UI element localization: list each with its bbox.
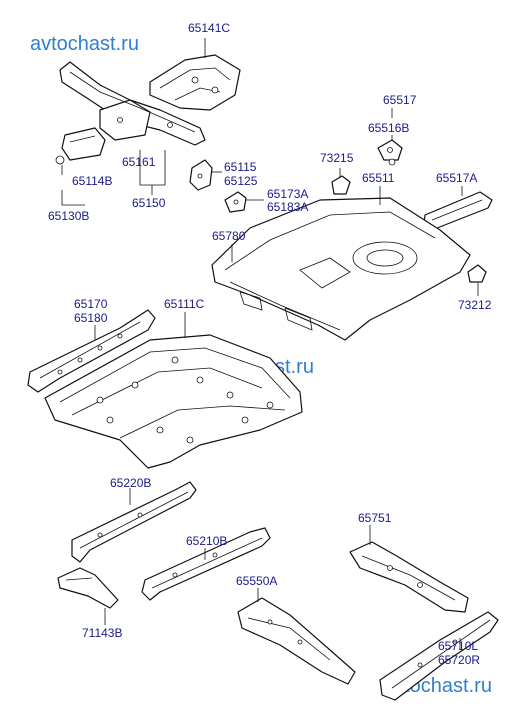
label-65180: 65180 xyxy=(74,311,108,325)
part-65210B-shape xyxy=(141,527,271,601)
part-65173A-shape xyxy=(224,191,247,213)
leader-65150 xyxy=(139,150,166,186)
part-65550A-shape xyxy=(237,597,356,685)
part-65114B-shape xyxy=(55,127,106,165)
label-73212: 73212 xyxy=(458,298,492,312)
label-65170: 65170 xyxy=(74,297,108,311)
label-65517A: 65517A xyxy=(436,171,477,185)
label-65114B: 65114B xyxy=(72,174,112,188)
label-73215: 73215 xyxy=(320,151,354,165)
part-65517A-shape xyxy=(423,191,493,231)
part-65516B-shape xyxy=(377,139,403,166)
part-65511-shape xyxy=(211,197,471,341)
label-65125: 65125 xyxy=(224,174,258,188)
part-65115-shape xyxy=(189,159,213,191)
watermark-top: avtochast.ru xyxy=(30,33,139,55)
label-65511: 65511 xyxy=(362,171,395,185)
label-65710L: 65710L xyxy=(438,639,478,653)
part-73215-shape xyxy=(331,175,351,195)
label-65141C: 65141C xyxy=(188,21,230,35)
part-65751-shape xyxy=(349,541,469,613)
part-65220B-shape xyxy=(71,481,197,563)
label-65183A: 65183A xyxy=(267,200,308,214)
label-65550A: 65550A xyxy=(236,574,277,588)
part-65111C-shape xyxy=(44,334,303,469)
label-65751: 65751 xyxy=(358,511,392,525)
part-73212-shape xyxy=(467,264,487,283)
label-65173A: 65173A xyxy=(267,187,308,201)
label-65161: 65161 xyxy=(122,155,156,169)
label-65720R: 65720R xyxy=(438,653,480,667)
label-65111C: 65111C xyxy=(164,297,205,311)
label-71143B: 71143B xyxy=(82,626,122,640)
label-65516B: 65516B xyxy=(368,121,409,135)
label-65210B: 65210B xyxy=(186,534,227,548)
label-65517: 65517 xyxy=(383,93,417,107)
label-65115: 65115 xyxy=(224,160,257,174)
label-65150: 65150 xyxy=(132,196,166,210)
part-65710L-shape xyxy=(379,611,499,701)
part-65161-shape xyxy=(59,61,206,146)
part-65141C-shape xyxy=(149,54,241,111)
part-65170-shape xyxy=(27,309,156,393)
label-65220B: 65220B xyxy=(110,476,151,490)
label-65780: 65780 xyxy=(212,229,246,243)
label-65130B: 65130B xyxy=(48,209,89,223)
leader-65130B xyxy=(61,190,85,206)
part-71143B-shape xyxy=(57,567,119,609)
